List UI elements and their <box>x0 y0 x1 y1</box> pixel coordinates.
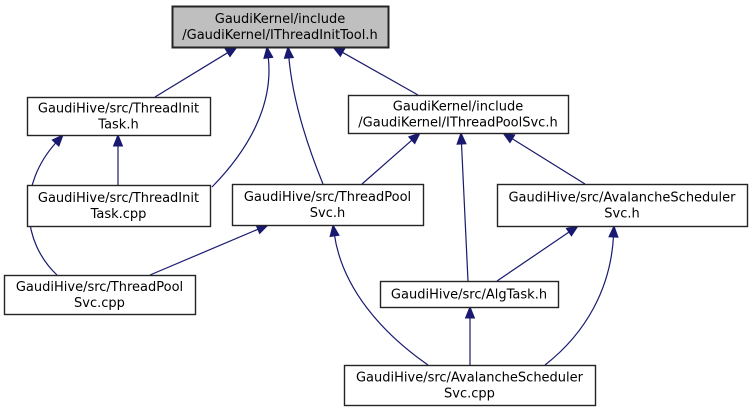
edge-threadinittask-h-to-ithreadinittool-h <box>154 51 230 98</box>
node-box-algtask-h[interactable] <box>379 280 560 309</box>
node-label-ithreadinittool-h-line0: GaudiKernel/include <box>215 12 345 27</box>
node-label-threadpoolsvc-h-line0: GaudiHive/src/ThreadPool <box>244 190 411 205</box>
node-box-threadinittask-cpp[interactable] <box>26 184 212 228</box>
node-label-avalanchescheduler-h-line0: GaudiHive/src/AvalancheScheduler <box>508 191 736 206</box>
arrowhead-ithreadpoolsvc-h <box>407 132 421 145</box>
arrowhead-threadinittask-h <box>51 134 64 148</box>
node-label-threadpoolsvc-cpp-line1: Svc.cpp <box>74 296 125 311</box>
edge-avalanchescheduler-cpp-to-threadpoolsvc-h <box>333 233 429 366</box>
node-label-threadinittask-h-line0: GaudiHive/src/ThreadInit <box>38 102 199 117</box>
node-threadpoolsvc-cpp: GaudiHive/src/ThreadPoolSvc.cpp <box>3 274 197 316</box>
node-box-ithreadpoolsvc-h[interactable] <box>347 94 570 135</box>
edge-threadinittask-cpp-to-ithreadinittool-h <box>211 55 270 188</box>
edge-threadpoolsvc-cpp-to-threadpoolsvc-h <box>149 227 260 276</box>
arrowhead-ithreadpoolsvc-h <box>456 131 467 145</box>
node-label-threadinittask-h-line1: Task.h <box>97 118 138 133</box>
node-box-avalanchescheduler-cpp[interactable] <box>343 364 597 407</box>
node-box-threadinittask-h[interactable] <box>26 96 212 137</box>
edge-algtask-h-to-ithreadpoolsvc-h <box>460 141 469 282</box>
arrowhead-threadinittask-h <box>112 133 124 147</box>
node-label-ithreadpoolsvc-h-line1: /GaudiKernel/IThreadPoolSvc.h <box>358 116 557 131</box>
node-threadpoolsvc-h: GaudiHive/src/ThreadPoolSvc.h <box>231 183 425 227</box>
node-label-ithreadinittool-h-line1: /GaudiKernel/IThreadInitTool.h <box>182 28 377 43</box>
node-label-avalanchescheduler-h-line1: Svc.h <box>604 207 639 222</box>
node-label-algtask-h-line0: GaudiHive/src/AlgTask.h <box>391 288 547 303</box>
edge-ithreadpoolsvc-h-to-ithreadinittool-h <box>340 50 419 96</box>
edge-avalanchescheduler-cpp-to-avalanchescheduler-h <box>544 234 615 366</box>
node-label-threadinittask-cpp-line0: GaudiHive/src/ThreadInit <box>38 191 199 206</box>
node-box-avalanchescheduler-h[interactable] <box>496 183 749 228</box>
edge-algtask-h-to-avalanchescheduler-h <box>496 230 571 282</box>
node-box-ithreadinittool-h[interactable] <box>171 5 390 49</box>
node-ithreadinittool-h: GaudiKernel/include/GaudiKernel/IThreadI… <box>171 5 390 49</box>
node-label-threadinittask-cpp-line1: Task.cpp <box>90 207 147 222</box>
edge-threadpoolsvc-h-to-ithreadinittool-h <box>288 55 324 185</box>
node-box-threadpoolsvc-cpp[interactable] <box>3 274 197 316</box>
arrowhead-avalanchescheduler-h <box>565 225 580 237</box>
node-label-threadpoolsvc-h-line1: Svc.h <box>310 206 345 221</box>
arrowhead-ithreadpoolsvc-h <box>501 132 516 144</box>
arrowhead-ithreadinittool-h <box>283 45 295 59</box>
node-ithreadpoolsvc-h: GaudiKernel/include/GaudiKernel/IThreadP… <box>347 94 570 135</box>
arrowhead-algtask-h <box>464 305 476 319</box>
arrowhead-threadpoolsvc-h <box>329 223 340 238</box>
node-label-avalanchescheduler-cpp-line1: Svc.cpp <box>444 387 495 402</box>
arrowhead-threadpoolsvc-h <box>255 224 270 235</box>
node-label-ithreadpoolsvc-h-line0: GaudiKernel/include <box>393 100 523 115</box>
arrowhead-ithreadinittool-h <box>263 45 274 60</box>
node-label-avalanchescheduler-cpp-line0: GaudiHive/src/AvalancheScheduler <box>356 371 584 386</box>
edge-threadpoolsvc-h-to-ithreadpoolsvc-h <box>361 138 414 185</box>
node-algtask-h: GaudiHive/src/AlgTask.h <box>379 280 560 309</box>
node-label-threadpoolsvc-cpp-line0: GaudiHive/src/ThreadPool <box>16 280 183 295</box>
edge-avalanchescheduler-h-to-ithreadpoolsvc-h <box>510 137 586 185</box>
arrowhead-avalanchescheduler-h <box>608 224 619 238</box>
node-box-threadpoolsvc-h[interactable] <box>231 183 425 227</box>
